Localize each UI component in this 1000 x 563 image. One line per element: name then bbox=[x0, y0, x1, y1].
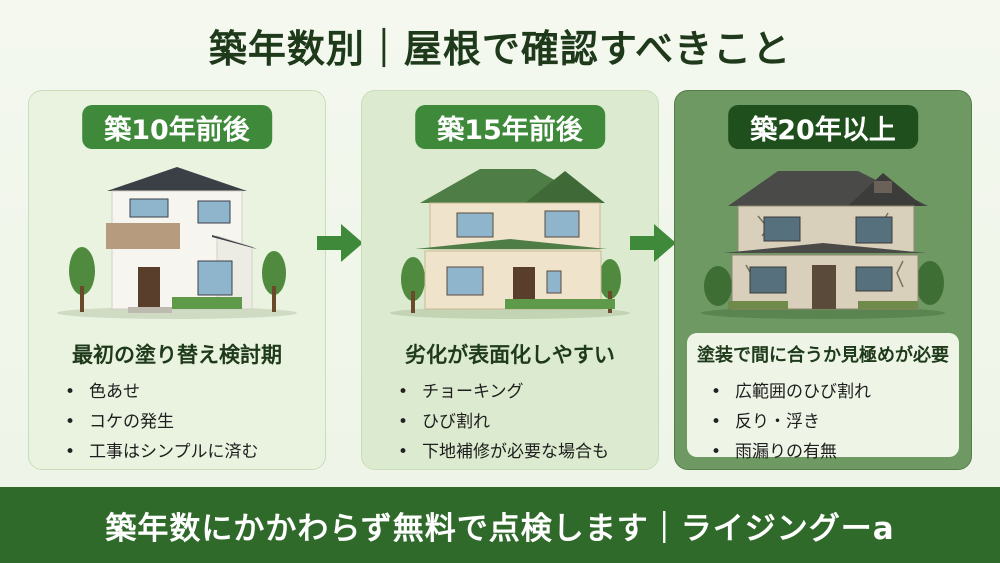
list-item: コケの発生 bbox=[65, 407, 259, 437]
page-title: 築年数別｜屋根で確認すべきこと bbox=[208, 27, 792, 71]
bullet-list: チョーキング ひび割れ 下地補修が必要な場合も bbox=[398, 377, 609, 467]
list-item: 下地補修が必要な場合も bbox=[398, 437, 609, 467]
house-new-illustration bbox=[57, 167, 297, 319]
list-item: 反り・浮き bbox=[711, 407, 871, 437]
list-item: ひび割れ bbox=[398, 407, 609, 437]
card-10-years: 築10年前後 最初の塗り替え検討期 色あせ コケの発生 工事はシンプルに済む bbox=[28, 90, 326, 470]
list-item: 広範囲のひび割れ bbox=[711, 377, 871, 407]
card-heading: 塗装で間に合うか見極めが必要 bbox=[697, 345, 949, 366]
house-old-illustration bbox=[701, 171, 945, 319]
house-aged-illustration bbox=[390, 169, 630, 319]
list-item: 雨漏りの有無 bbox=[711, 437, 871, 467]
footer-banner: 築年数にかかわらず無料で点検します｜ライジングーa bbox=[0, 487, 1000, 563]
arrow-right-icon bbox=[630, 224, 676, 262]
list-item: 色あせ bbox=[65, 377, 259, 407]
list-item: 工事はシンプルに済む bbox=[65, 437, 259, 467]
bullet-list: 広範囲のひび割れ 反り・浮き 雨漏りの有無 bbox=[711, 377, 871, 467]
age-badge: 築15年前後 bbox=[415, 105, 605, 149]
bullet-list: 色あせ コケの発生 工事はシンプルに済む bbox=[65, 377, 259, 467]
card-heading: 劣化が表面化しやすい bbox=[405, 343, 615, 367]
card-detail-panel: 塗装で間に合うか見極めが必要 広範囲のひび割れ 反り・浮き 雨漏りの有無 bbox=[687, 333, 959, 462]
age-badge: 築10年前後 bbox=[82, 105, 272, 149]
card-heading: 最初の塗り替え検討期 bbox=[72, 343, 282, 367]
age-badge: 築20年以上 bbox=[728, 105, 918, 149]
card-20-years: 築20年以上 塗装で間に合うか見極めが必要 広範囲のひび割れ 反り・浮き 雨漏り… bbox=[674, 90, 972, 470]
arrow-right-icon bbox=[317, 224, 363, 262]
card-15-years: 築15年前後 劣化が表面化しやすい チョーキング ひび割れ 下地補修が必要な場合… bbox=[361, 90, 659, 470]
list-item: チョーキング bbox=[398, 377, 609, 407]
